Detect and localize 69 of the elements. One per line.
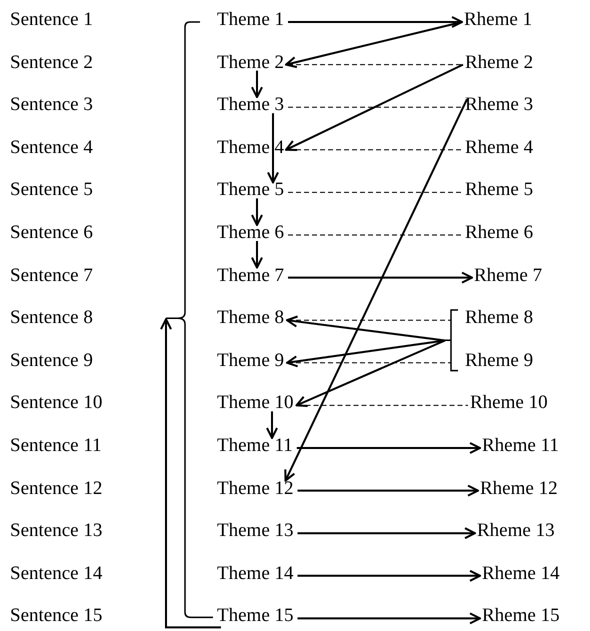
arrow xyxy=(251,198,263,226)
theme-label: Theme 10 xyxy=(217,393,294,414)
theme-label: Theme 13 xyxy=(217,521,294,542)
dashed-line xyxy=(288,234,464,236)
theme-label: Theme 15 xyxy=(217,606,294,626)
sentence-label: Sentence 1 xyxy=(10,10,93,30)
arrow xyxy=(286,340,446,368)
arrow xyxy=(298,527,476,540)
rheme-label: Rheme 1 xyxy=(464,10,532,30)
dashed-line xyxy=(288,192,464,193)
rheme-label: Rheme 7 xyxy=(474,266,542,286)
rheme-label: Rheme 3 xyxy=(465,95,534,116)
sentence-label: Sentence 15 xyxy=(10,606,102,626)
rheme-label: Rheme 2 xyxy=(465,52,534,73)
sentence-label: Sentence 12 xyxy=(10,478,102,499)
sentence-label: Sentence 4 xyxy=(10,138,93,158)
arrow xyxy=(298,612,481,624)
theme-label: Theme 1 xyxy=(217,10,284,30)
rheme-label: Rheme 10 xyxy=(470,393,548,414)
bracket xyxy=(444,309,458,372)
arrow xyxy=(160,318,221,628)
rheme-label: Rheme 5 xyxy=(465,180,534,200)
rheme-label: Rheme 9 xyxy=(465,350,534,371)
arrow xyxy=(251,241,263,269)
arrow xyxy=(296,442,481,454)
theme-label: Theme 9 xyxy=(217,350,284,371)
sentence-label: Sentence 14 xyxy=(10,564,102,584)
sentence-label: Sentence 6 xyxy=(10,223,93,243)
theme-label: Theme 7 xyxy=(217,266,284,286)
theme-label: Theme 4 xyxy=(217,138,284,158)
arrow xyxy=(267,113,279,184)
theme-label: Theme 2 xyxy=(217,52,284,73)
arrow xyxy=(288,16,463,28)
arrow xyxy=(285,64,464,151)
rheme-label: Rheme 6 xyxy=(465,223,534,243)
rheme-label: Rheme 14 xyxy=(482,564,560,584)
theme-label: Theme 8 xyxy=(217,308,284,328)
theme-label: Theme 3 xyxy=(217,95,284,116)
arrow xyxy=(296,340,446,407)
arrow xyxy=(298,484,479,497)
rheme-label: Rheme 4 xyxy=(465,138,534,158)
sentence-label: Sentence 2 xyxy=(10,52,93,73)
rheme-label: Rheme 11 xyxy=(482,436,559,456)
arrow xyxy=(286,316,446,342)
rheme-label: Rheme 15 xyxy=(482,606,560,626)
arrow xyxy=(266,411,278,439)
sentence-label: Sentence 7 xyxy=(10,266,93,286)
rheme-label: Rheme 13 xyxy=(477,521,555,542)
sentence-label: Sentence 11 xyxy=(10,436,102,456)
dashed-line xyxy=(288,106,464,108)
rheme-label: Rheme 12 xyxy=(480,478,558,499)
sentence-label: Sentence 5 xyxy=(10,180,93,200)
arrow xyxy=(251,70,263,98)
theme-label: Theme 6 xyxy=(217,223,284,243)
arrow xyxy=(285,21,462,68)
sentence-label: Sentence 13 xyxy=(10,521,102,542)
theme-label: Theme 11 xyxy=(217,436,293,456)
theme-label: Theme 12 xyxy=(217,478,294,499)
arrow xyxy=(298,570,481,582)
rheme-label: Rheme 8 xyxy=(465,308,534,328)
arrow xyxy=(284,98,468,482)
sentence-label: Sentence 9 xyxy=(10,350,93,371)
sentence-label: Sentence 8 xyxy=(10,308,93,328)
sentence-label: Sentence 10 xyxy=(10,393,102,414)
dashed-line xyxy=(288,64,464,66)
arrow xyxy=(288,272,473,284)
theme-label: Theme 5 xyxy=(217,180,284,200)
sentence-label: Sentence 3 xyxy=(10,95,93,116)
theme-label: Theme 14 xyxy=(217,564,294,584)
